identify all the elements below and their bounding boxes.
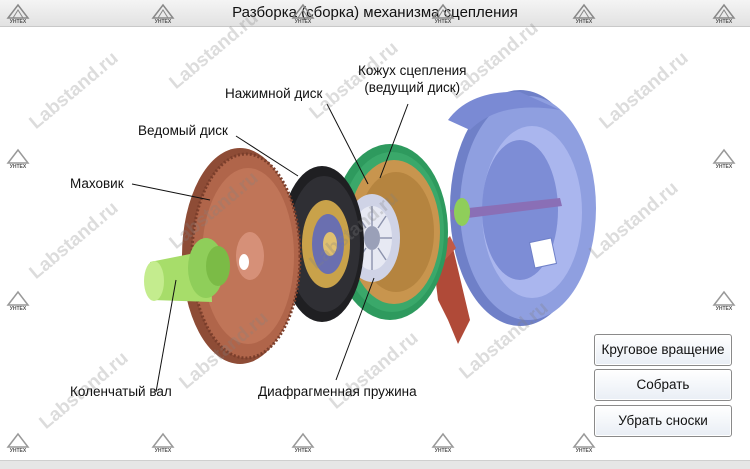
watermark-logo: УНТЕХ [151,432,175,454]
label-diaphragm-spring: Диафрагменная пружина [258,384,417,399]
leader-line-clutch-cover [379,103,409,179]
label-pressure-plate: Нажимной диск [225,86,323,101]
watermark-logo: УНТЕХ [572,3,596,25]
watermark-logo: УНТЕХ [431,3,455,25]
title-bar: Разборка (сборка) механизма сцепления [0,0,750,27]
watermark-logo: УНТЕХ [151,3,175,25]
crankshaft [144,238,230,302]
watermark-logo: УНТЕХ [431,432,455,454]
leader-line-driven-disc [235,135,299,177]
watermark-logo: УНТЕХ [712,290,736,312]
hide-callouts-button[interactable]: Убрать сноски [594,405,732,437]
watermark-logo: УНТЕХ [291,3,315,25]
input-shaft [450,198,562,226]
window-title: Разборка (сборка) механизма сцепления [232,4,518,21]
clutch-exploded-view[interactable] [0,26,750,468]
watermark-logo: УНТЕХ [291,432,315,454]
watermark-logo: УНТЕХ [712,148,736,170]
watermark-logo: УНТЕХ [6,3,30,25]
watermark-logo: УНТЕХ [6,432,30,454]
rotate-button[interactable]: Круговое вращение [594,334,732,366]
leader-line-diaphragm [335,277,375,381]
leader-line-pressure-plate [326,103,369,185]
watermark-logo: УНТЕХ [712,3,736,25]
watermark-logo: УНТЕХ [6,290,30,312]
label-flywheel: Маховик [70,176,124,191]
status-strip [0,460,750,469]
flywheel [182,148,302,364]
watermark-logo: УНТЕХ [572,432,596,454]
driven-disc [280,166,364,322]
label-clutch-cover: Кожух сцепления (ведущий диск) [358,63,467,95]
leader-line-crankshaft [155,279,177,393]
label-crankshaft: Коленчатый вал [70,384,172,399]
assemble-button[interactable]: Собрать [594,369,732,401]
label-driven-disc: Ведомый диск [138,123,228,138]
leader-line-flywheel [131,183,211,201]
watermark-logo: УНТЕХ [6,148,30,170]
